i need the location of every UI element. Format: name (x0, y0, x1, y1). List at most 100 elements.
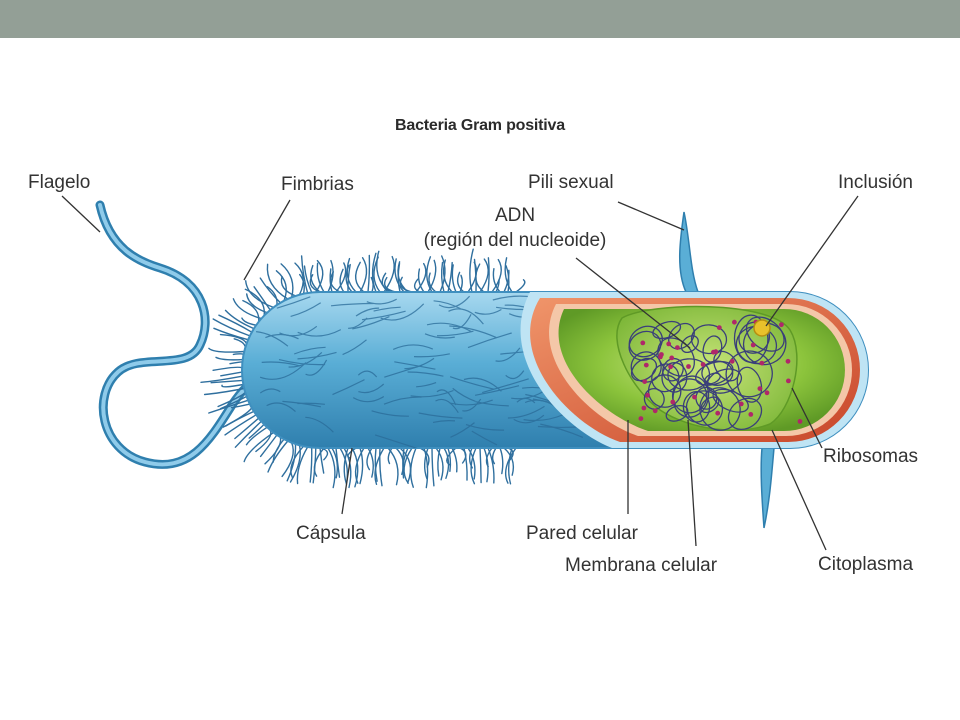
fimbria (504, 257, 513, 293)
fimbria (459, 274, 463, 293)
fimbria (499, 447, 504, 475)
fimbria (246, 293, 268, 314)
capsule-stroke (259, 388, 281, 394)
fimbria (359, 447, 364, 485)
label-fimbrias: Fimbrias (281, 174, 354, 195)
leader-membrana (687, 419, 697, 547)
fimbria (339, 268, 345, 293)
capsule-stroke (407, 371, 444, 377)
capsule-stroke (404, 357, 435, 370)
capsule-stroke (467, 332, 512, 349)
fimbria (439, 255, 446, 293)
fimbria (215, 356, 244, 361)
capsule-stroke (355, 307, 380, 317)
dna-loop (727, 397, 763, 431)
fimbria (447, 261, 453, 293)
capsule-stroke (482, 378, 529, 394)
fimbria (463, 447, 468, 481)
leader-ribosomas (791, 387, 823, 449)
dna-loop (736, 366, 763, 403)
fimbria (327, 447, 336, 489)
capsule-stroke (374, 434, 418, 448)
capsule-stroke (394, 361, 436, 370)
dna-loop (672, 375, 710, 418)
capsule-stroke (449, 325, 497, 339)
ribosome (692, 394, 697, 400)
capsule-stroke (342, 339, 367, 356)
capsule-stroke (507, 405, 545, 419)
label-membrana-celular: Membrana celular (565, 555, 718, 576)
fimbria (212, 318, 251, 337)
fimbria (515, 279, 526, 293)
dna-loop (667, 358, 711, 391)
dna-loop (702, 335, 723, 363)
capsule-stroke (433, 300, 461, 310)
dna-loop (695, 360, 734, 386)
ribosome (652, 408, 658, 414)
capsule-stroke (259, 362, 307, 380)
fimbria (219, 333, 248, 345)
fimbria (479, 447, 482, 484)
fimbria (446, 447, 457, 466)
capsule-stroke (261, 361, 301, 367)
fimbria (410, 447, 417, 488)
ribosome (642, 379, 648, 384)
capsule-stroke (290, 302, 322, 317)
leader-inclusion (765, 195, 859, 327)
label-inclusion: Inclusión (838, 172, 913, 193)
ribosome (638, 416, 644, 421)
fimbria (208, 399, 249, 414)
capsule-stroke (462, 398, 482, 412)
ribosome (645, 392, 650, 398)
fimbria (310, 264, 321, 293)
capsule-stroke (474, 308, 502, 315)
fimbria (435, 447, 444, 481)
ribosome (659, 352, 664, 357)
ribosome (729, 358, 735, 364)
ribosome (643, 362, 649, 368)
ribosome (797, 419, 803, 424)
leader-capsula (341, 447, 353, 515)
capsule-stroke (424, 333, 455, 339)
inclusion-body (753, 319, 771, 337)
dna-loop (630, 357, 658, 382)
capsule-stroke (495, 347, 521, 362)
capsule-stroke (475, 401, 509, 407)
ribosome (738, 401, 744, 407)
fimbria (366, 447, 373, 471)
capsule-stroke (416, 382, 437, 388)
fimbria (245, 426, 268, 446)
fimbria (222, 407, 253, 428)
fimbria (319, 447, 325, 474)
capsule-stroke (436, 389, 457, 406)
fimbria (351, 447, 359, 488)
capsule-stroke (373, 306, 401, 312)
fimbria (431, 447, 435, 487)
fimbria (487, 447, 495, 484)
fimbria (483, 447, 489, 483)
fimbria (374, 447, 378, 482)
ribosomes (638, 319, 803, 424)
fimbria (415, 262, 427, 293)
fimbria (259, 434, 278, 458)
fimbria (371, 252, 377, 293)
fimbria (451, 264, 457, 293)
fimbria (503, 447, 515, 476)
fimbria (507, 447, 513, 485)
capsule-stroke (448, 308, 484, 325)
ribosome (669, 355, 675, 361)
fimbria (316, 262, 325, 293)
fimbria (303, 265, 313, 294)
fimbria (491, 258, 502, 293)
ribosome (750, 342, 756, 348)
ribosome (732, 319, 737, 325)
ribosome (785, 358, 791, 364)
label-pili-sexual: Pili sexual (528, 172, 614, 193)
fimbria (447, 447, 452, 472)
fimbria (248, 423, 265, 439)
label-adn-sub: (región del nucleoide) (423, 230, 607, 251)
fimbria (475, 263, 485, 293)
fimbria (266, 263, 289, 300)
fimbria (264, 436, 282, 465)
